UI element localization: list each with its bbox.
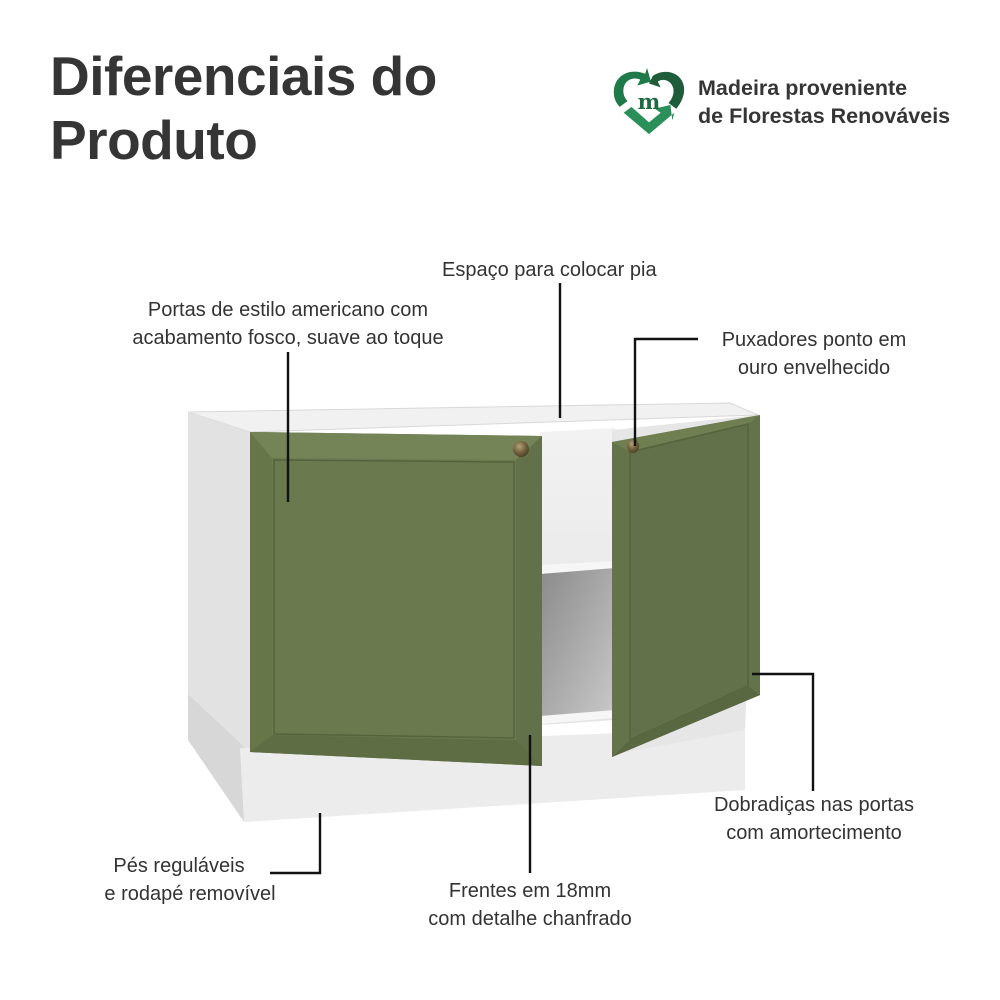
svg-text:m: m bbox=[638, 90, 661, 115]
callout-doors-style-line-1: Portas de estilo americano com bbox=[147, 299, 429, 321]
page-title: Diferenciais do Produto bbox=[50, 44, 437, 172]
callout-handles-line-1: Puxadores ponto em bbox=[721, 329, 907, 351]
renewable-wood-badge: m Madeira proveniente de Florestas Renov… bbox=[610, 66, 950, 138]
cabinet-left-side bbox=[188, 412, 250, 822]
right-door-knob bbox=[627, 439, 639, 453]
callout-hinges-line-2: com amortecimento bbox=[726, 822, 902, 844]
callout-feet-line-2: e rodapé removível bbox=[104, 883, 276, 905]
callout-hinges: Dobradiças nas portas com amortecimento bbox=[695, 791, 933, 847]
leader-lines bbox=[270, 283, 815, 875]
callout-fronts-line-2: com detalhe chanfrado bbox=[428, 908, 632, 930]
callout-fronts-line-1: Frentes em 18mm bbox=[448, 880, 612, 902]
recycle-heart-m-icon: m bbox=[613, 67, 685, 135]
callout-fronts: Frentes em 18mm com detalhe chanfrado bbox=[410, 877, 650, 933]
callout-hinges-line-1: Dobradiças nas portas bbox=[713, 794, 915, 816]
callout-feet-line-1: Pés reguláveis bbox=[113, 855, 245, 877]
title-line-1: Diferenciais do bbox=[50, 45, 437, 107]
left-door bbox=[250, 432, 542, 766]
callout-feet: Pés reguláveis e rodapé removível bbox=[90, 852, 290, 908]
badge-line-2: de Florestas Renováveis bbox=[698, 104, 951, 128]
callout-handles-line-2: ouro envelhecido bbox=[737, 357, 891, 379]
badge-text: Madeira proveniente de Florestas Renováv… bbox=[698, 74, 950, 130]
callout-doors-style: Portas de estilo americano com acabament… bbox=[108, 296, 468, 352]
left-door-knob bbox=[513, 441, 529, 457]
badge-line-1: Madeira proveniente bbox=[698, 76, 908, 100]
callout-sink-space-line-1: Espaço para colocar pia bbox=[442, 259, 657, 281]
callout-sink-space: Espaço para colocar pia bbox=[442, 256, 657, 284]
callout-handles: Puxadores ponto em ouro envelhecido bbox=[705, 326, 923, 382]
right-door bbox=[612, 415, 760, 757]
title-line-2: Produto bbox=[50, 109, 258, 171]
callout-doors-style-line-2: acabamento fosco, suave ao toque bbox=[132, 327, 444, 349]
cabinet-interior bbox=[540, 428, 615, 725]
